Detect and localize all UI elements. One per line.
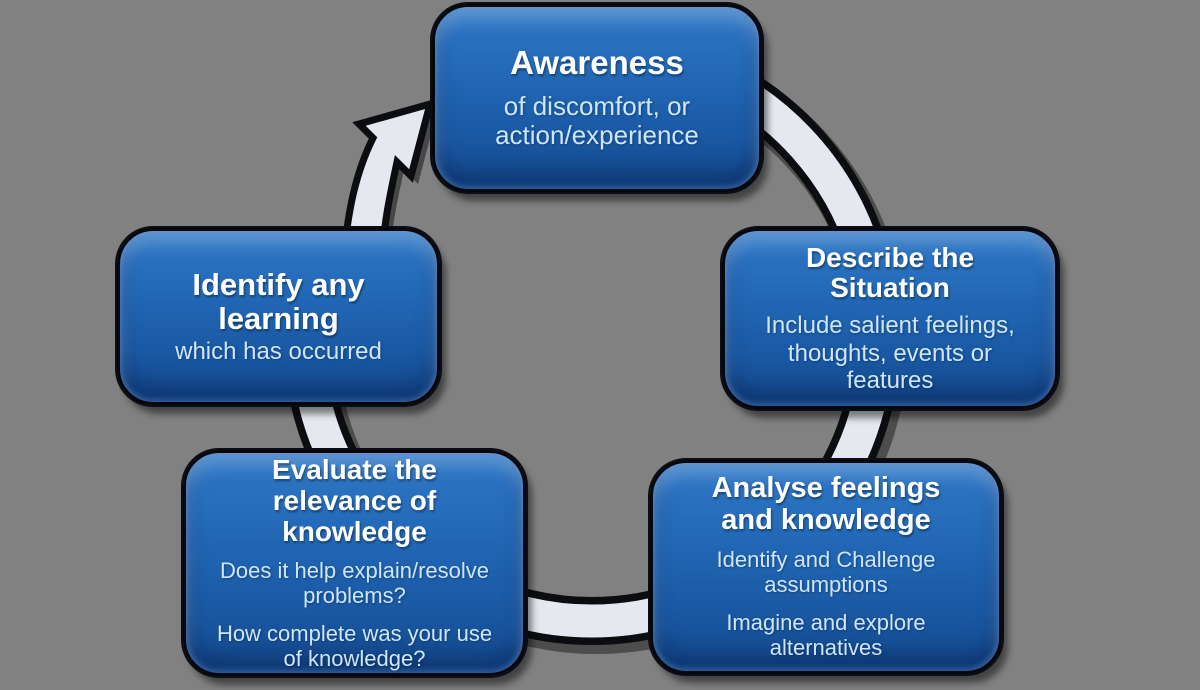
node-identify-learning: Identify any learning which has occurred	[117, 228, 440, 405]
cycle-arrowhead-icon	[340, 98, 437, 266]
node-title: Describe the Situation	[805, 241, 975, 304]
node-body-line: Include salient feelings, thoughts, even…	[765, 312, 1015, 394]
node-awareness: Awareness of discomfort, or action/exper…	[432, 4, 762, 192]
node-title: Awareness	[510, 44, 684, 82]
node-body-line: of discomfort, or action/experience	[495, 90, 699, 151]
node-body-line: Imagine and explore alternatives	[726, 610, 926, 661]
node-title: Analyse feelings and knowledge	[711, 472, 941, 537]
node-analyse-feelings-knowledge: Analyse feelings and knowledge Identify …	[650, 460, 1002, 674]
node-describe-situation: Describe the Situation Include salient f…	[722, 228, 1058, 409]
node-title: Evaluate the relevance of knowledge	[272, 454, 437, 547]
node-body-line: which has occurred	[175, 337, 382, 365]
node-evaluate-relevance-knowledge: Evaluate the relevance of knowledge Does…	[183, 450, 526, 676]
node-body-line: Does it help explain/resolve problems?	[219, 557, 490, 608]
node-title: Identify any learning	[192, 266, 365, 336]
node-body-line: Identify and Challenge assumptions	[716, 547, 936, 598]
node-body-line: How complete was your use of knowledge?	[216, 620, 493, 671]
